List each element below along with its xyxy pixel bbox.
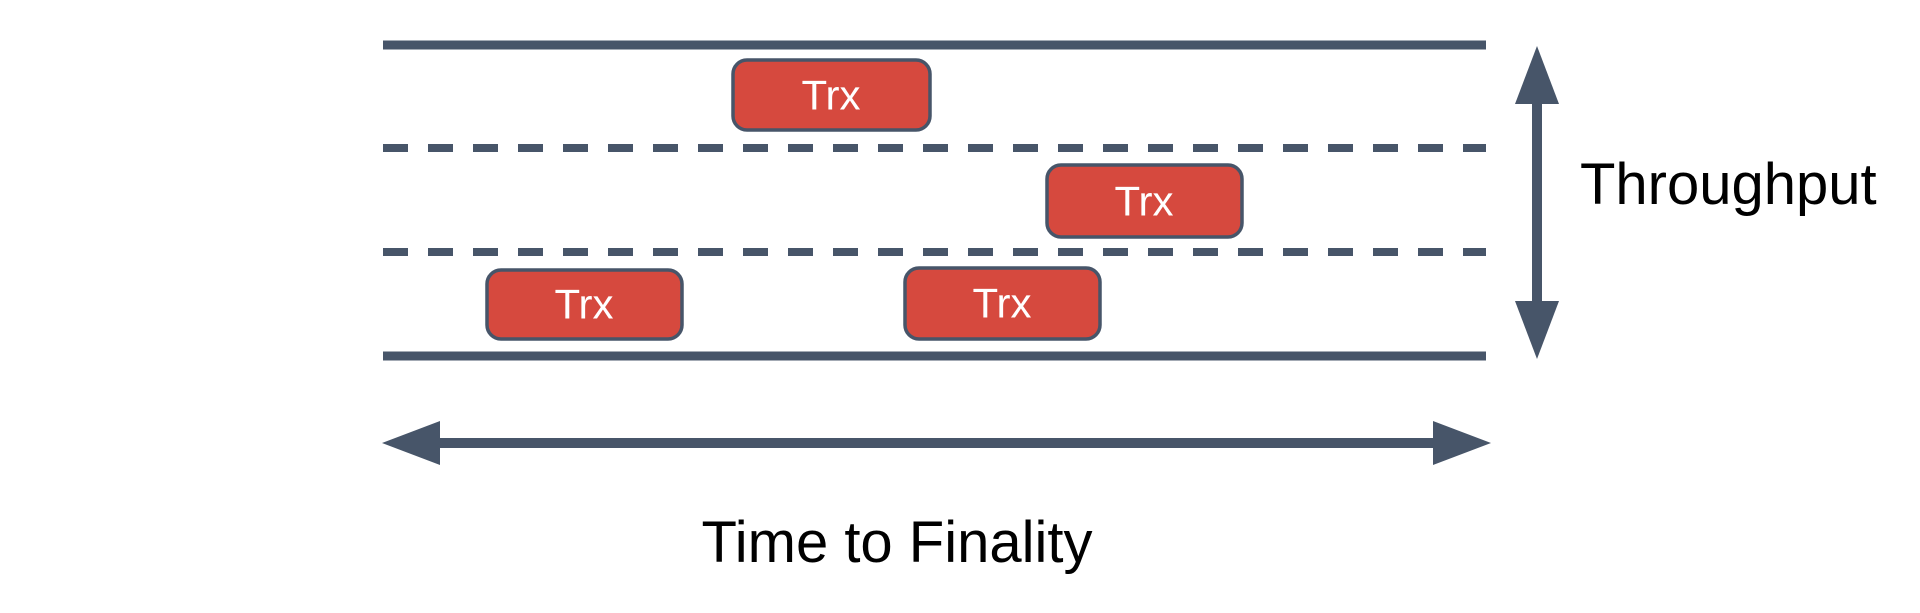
time-arrow-head-right-icon (1433, 421, 1491, 465)
trx-box-rect (731, 58, 932, 132)
time-to-finality-double-arrow-icon (382, 421, 1491, 465)
trx-box-3: Trx (485, 268, 684, 341)
throughput-arrow-head-up-icon (1515, 46, 1559, 104)
trx-box-rect (903, 266, 1102, 341)
trx-box-label: Trx (972, 280, 1031, 327)
time-arrow-head-left-icon (382, 421, 440, 465)
trx-box-1: Trx (731, 58, 932, 132)
throughput-double-arrow-icon (1515, 46, 1559, 359)
time-to-finality-label: Time to Finality (701, 510, 1092, 575)
throughput-arrow-head-down-icon (1515, 301, 1559, 359)
trx-box-label: Trx (554, 281, 613, 328)
throughput-label: Throughput (1580, 152, 1877, 217)
trx-box-rect (485, 268, 684, 341)
trx-box-4: Trx (903, 266, 1102, 341)
trx-box-label: Trx (1114, 178, 1173, 225)
trx-box-rect (1045, 163, 1244, 239)
trx-box-2: Trx (1045, 163, 1244, 239)
trx-box-label: Trx (801, 72, 860, 119)
